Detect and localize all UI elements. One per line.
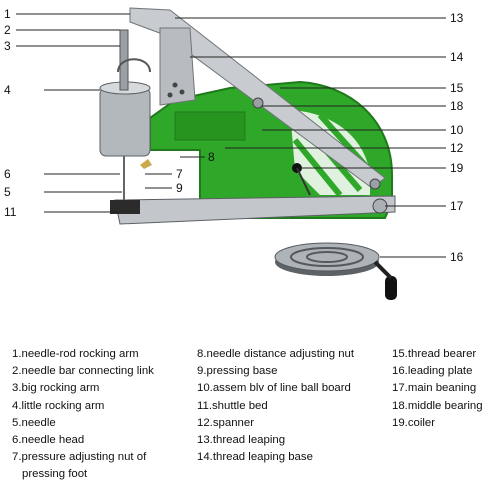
leader-lines <box>16 13 446 258</box>
legend-item: 1.needle-rod rocking arm <box>12 348 139 360</box>
legend-item: 11.shuttle bed <box>197 399 268 412</box>
callout-8: 8 <box>208 150 215 164</box>
legend-item: 8.needle distance adjusting nut <box>197 348 355 360</box>
legend-item: 5.needle <box>12 416 56 429</box>
callout-17: 17 <box>450 199 464 213</box>
shuttle-bed <box>110 163 396 225</box>
legend-item: 6.needle head <box>12 434 85 447</box>
legend-column-3: 15.thread bearer 16.leading plate 17.mai… <box>392 346 483 432</box>
legend-item: 3.big rocking arm <box>12 382 100 395</box>
legend-item: 4.little rocking arm <box>12 399 105 412</box>
callout-4: 4 <box>4 83 11 97</box>
callout-1: 1 <box>4 7 11 21</box>
callout-7: 7 <box>176 167 183 181</box>
callout-9: 9 <box>176 181 183 195</box>
legend-item: 19.coiler <box>392 416 436 429</box>
needle-head <box>99 29 152 200</box>
callout-3: 3 <box>4 39 11 53</box>
callout-2: 2 <box>4 23 11 37</box>
legend-item: 13.thread leaping <box>197 434 286 447</box>
legend-item: 14.thread leaping base <box>197 451 313 464</box>
callout-5: 5 <box>4 185 11 199</box>
callout-6: 6 <box>4 167 11 181</box>
legend-item: pressing foot <box>22 468 88 481</box>
callout-19: 19 <box>450 161 464 175</box>
legend-item: 18.middle bearing <box>392 399 483 412</box>
callout-10: 10 <box>450 123 464 137</box>
rocking-arm <box>129 7 386 190</box>
callout-18: 18 <box>450 99 464 113</box>
legend-item: 2.needle bar connecting link <box>12 365 154 378</box>
callout-14: 14 <box>450 50 464 64</box>
legend-item: 12.spanner <box>197 416 254 429</box>
legend-column-1: 1.needle-rod rocking arm 2.needle bar co… <box>12 346 154 484</box>
legend-item: 15.thread bearer <box>392 348 477 360</box>
legend-item: 9.pressing base <box>197 365 278 378</box>
callout-12: 12 <box>450 141 464 155</box>
parts-legend: 1.needle-rod rocking arm 2.needle bar co… <box>0 340 500 500</box>
handwheel-handle <box>385 276 397 300</box>
legend-item: 16.leading plate <box>392 365 473 378</box>
legend-column-2: 8.needle distance adjusting nut 9.pressi… <box>197 346 354 466</box>
legend-item: 7.pressure adjusting nut of <box>12 451 147 464</box>
callout-16: 16 <box>450 250 464 264</box>
callout-15: 15 <box>450 81 464 95</box>
callout-11: 11 <box>4 205 17 219</box>
legend-item: 17.main beaning <box>392 382 477 395</box>
callout-labels: 1 2 3 4 5 6 7 8 9 10 11 12 13 14 15 16 1… <box>4 7 464 264</box>
callout-13: 13 <box>450 11 464 25</box>
legend-item: 10.assem blv of line ball board <box>197 382 351 395</box>
handwheel-leading-plate <box>274 242 397 300</box>
